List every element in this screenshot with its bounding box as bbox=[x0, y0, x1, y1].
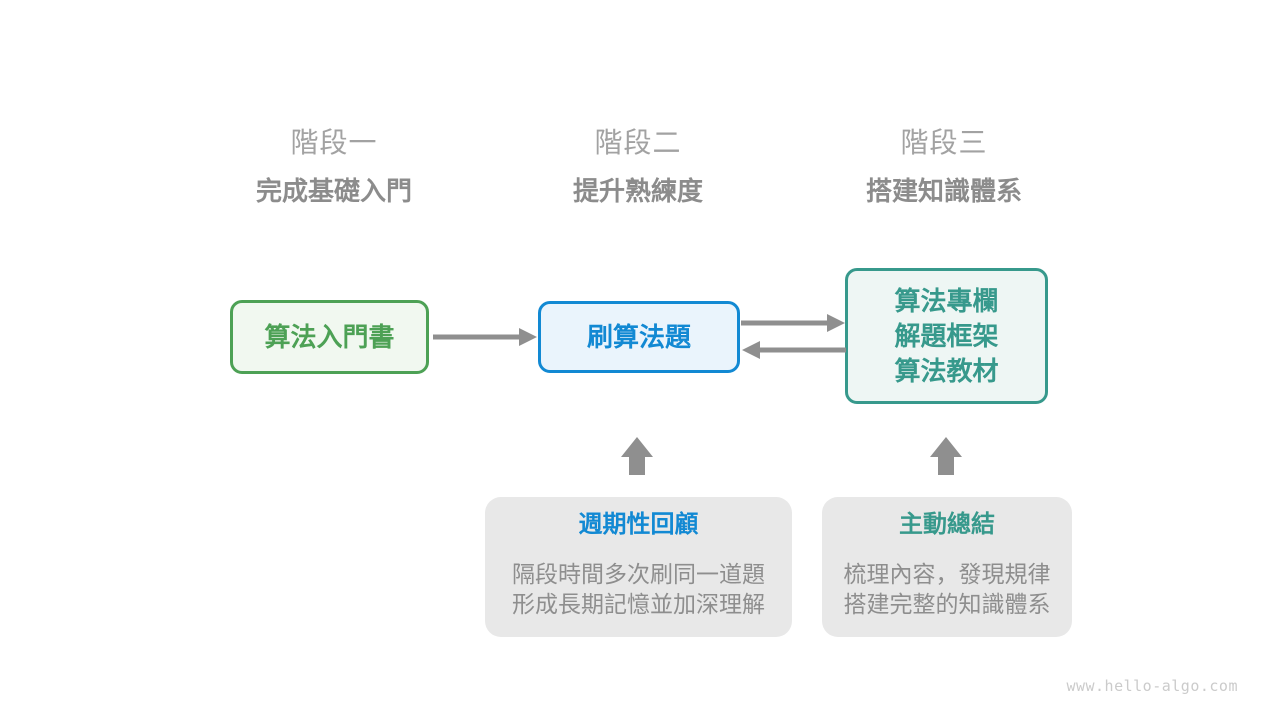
stage-1-header: 階段一 完成基礎入門 bbox=[184, 127, 484, 206]
node-practice-problems: 刷算法題 bbox=[538, 301, 740, 373]
node-knowledge-sources-line-2: 解題框架 bbox=[894, 320, 999, 351]
stage-1-subtitle: 完成基礎入門 bbox=[255, 176, 412, 206]
stage-3-label: 階段三 bbox=[900, 127, 988, 158]
callout-active-summary-title: 主動總結 bbox=[899, 511, 995, 538]
node-knowledge-sources-line-1: 算法專欄 bbox=[894, 285, 999, 316]
callout-periodic-review-title: 週期性回顧 bbox=[578, 511, 699, 538]
node-intro-book-label: 算法入門書 bbox=[264, 321, 395, 352]
stage-3-subtitle: 搭建知識體系 bbox=[865, 176, 1022, 206]
node-intro-book: 算法入門書 bbox=[230, 300, 429, 374]
arrow-up-icon bbox=[930, 437, 962, 475]
callout-active-summary-body-line-1: 梳理內容，發現規律 bbox=[843, 561, 1051, 587]
callout-active-summary-body-line-2: 搭建完整的知識體系 bbox=[843, 591, 1051, 617]
callout-periodic-review: 週期性回顧 隔段時間多次刷同一道題 形成長期記憶並加深理解 bbox=[485, 497, 792, 637]
stage-3-header: 階段三 搭建知識體系 bbox=[794, 127, 1094, 206]
node-knowledge-sources: 算法專欄 解題框架 算法教材 bbox=[845, 268, 1048, 404]
watermark: www.hello-algo.com bbox=[1066, 677, 1238, 695]
callout-active-summary: 主動總結 梳理內容，發現規律 搭建完整的知識體系 bbox=[822, 497, 1072, 637]
stage-2-subtitle: 提升熟練度 bbox=[572, 176, 703, 206]
arrow-up-icon bbox=[621, 437, 653, 475]
stage-2-label: 階段二 bbox=[594, 127, 682, 158]
callout-periodic-review-body-line-1: 隔段時間多次刷同一道題 bbox=[512, 561, 765, 587]
node-practice-problems-label: 刷算法題 bbox=[586, 321, 691, 352]
arrow-right-icon bbox=[741, 314, 845, 332]
arrow-right-icon bbox=[433, 328, 537, 346]
arrow-left-icon bbox=[742, 341, 846, 359]
stage-2-header: 階段二 提升熟練度 bbox=[488, 127, 788, 206]
callout-periodic-review-body-line-2: 形成長期記憶並加深理解 bbox=[512, 591, 765, 617]
node-knowledge-sources-line-3: 算法教材 bbox=[894, 355, 999, 386]
stage-1-label: 階段一 bbox=[290, 127, 378, 158]
